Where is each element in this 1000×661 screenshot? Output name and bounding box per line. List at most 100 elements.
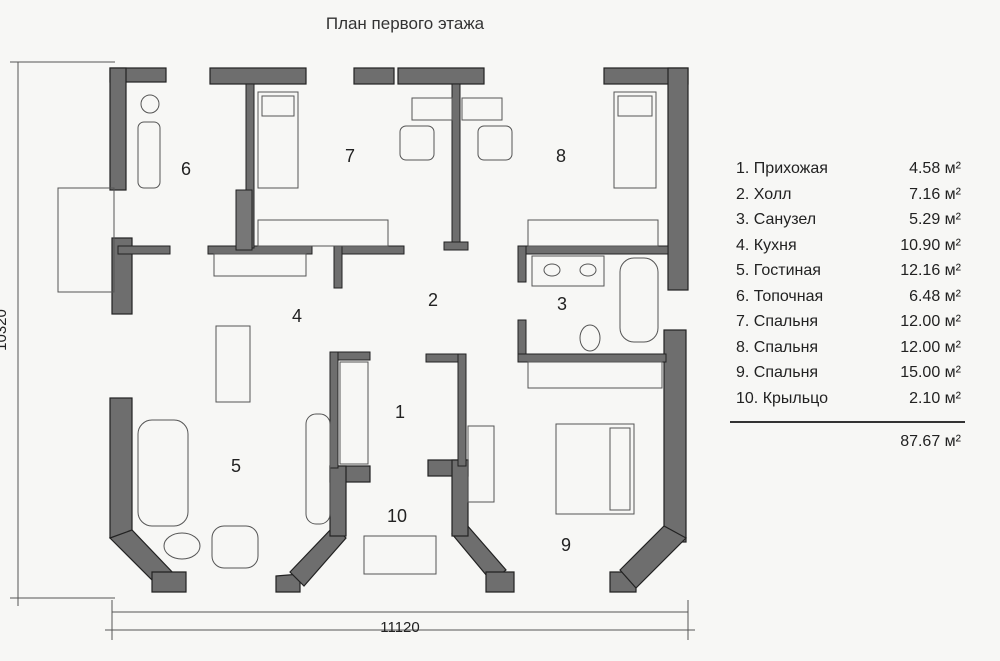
bathtub-6 [137,121,161,189]
chair-8 [477,125,513,161]
pillow-8 [617,95,653,117]
desk-7 [411,97,453,121]
interior-walls [117,83,669,469]
legend-room-name: 7. Спальня [736,313,819,330]
room-legend: 1. Прихожая 4.58 м² 2. Холл 7.16 м² 3. Сан… [730,156,965,451]
legend-room-area: 12.00 м² [900,313,961,330]
legend-room-name: 8. Спальня [736,338,819,356]
porch-bench [305,413,331,525]
side-steps [57,187,115,293]
legend-divider [730,421,965,423]
wall-int-3-9 [517,353,667,363]
wall-top-8 [397,67,485,85]
legend-room-name: 3. Санузел [736,211,817,228]
wall-int-hall-post [333,245,343,289]
plan-title: План первого этажа [325,14,485,33]
room-label-3: 3 [557,294,567,314]
wardrobe-1 [339,361,369,465]
legend-room-name: 2. Холл [736,185,792,203]
wall-int-3-post-top [517,245,527,283]
walls [108,67,689,593]
legend-room-name: 9. Спальня [736,364,819,381]
wall-bay-5-corner [151,571,187,593]
room-label-1: 1 [395,402,405,422]
legend-row: 6. Топочная 6.48 м² [730,284,965,310]
legend-row: 4. Кухня 10.90 м² [730,233,965,259]
legend-room-area: 10.90 м² [900,236,961,254]
wall-right-upper [667,67,689,291]
sofa [137,419,189,527]
wall-porch-right-post [451,459,469,537]
pillow-9 [609,427,631,511]
legend-room-area: 7.16 м² [909,185,961,203]
wall-bay-9-right [619,525,687,589]
wall-int-7-8 [451,83,461,251]
sink-right [579,263,597,277]
wardrobe-8 [527,219,659,247]
legend-row: 2. Холл 7.16 м² [730,182,965,208]
wall-top-7 [209,67,307,85]
chimney [235,189,253,251]
kitchen-counter [213,253,307,277]
bed-8 [613,91,657,189]
coffee-table [163,532,201,560]
legend-room-name: 6. Топочная [736,287,824,305]
legend-room-area: 2.10 м² [909,389,961,407]
legend-room-area: 15.00 м² [900,364,961,381]
room-labels: 1 2 3 4 5 6 7 8 9 10 [181,146,571,555]
legend-total-area: 87.67 м² [900,433,961,450]
armchair [211,525,259,569]
room-label-10: 10 [387,506,407,526]
wardrobe-9 [527,361,663,389]
boiler [140,94,160,114]
wall-porch-left-post [329,465,347,537]
room-label-4: 4 [292,306,302,326]
legend-room-area: 6.48 м² [909,287,961,305]
furniture [57,91,663,575]
room-label-2: 2 [428,290,438,310]
wall-left-mid [111,237,133,315]
chair-7 [399,125,435,161]
dimension-width: 11120 [380,619,420,636]
wall-left-lower [109,397,133,539]
wall-int-kitchen-top [207,245,313,255]
room-label-9: 9 [561,535,571,555]
wardrobe-7 [257,219,389,247]
wall-int-1-left [329,351,339,469]
wall-int-8-3 [517,245,669,255]
wall-int-6-bottom [117,245,171,255]
legend-row: 7. Спальня 12.00 м² [730,309,965,335]
wall-bay-5-right [289,525,347,587]
legend-room-name: 4. Кухня [736,236,797,254]
legend-row: 8. Спальня 12.00 м² [730,335,965,361]
bed-9 [555,423,635,515]
legend-row: 1. Прихожая 4.58 м² [730,156,965,182]
dimension-height: 10320 [0,309,10,351]
legend-room-name: 5. Гостиная [736,262,821,279]
sink-left [543,263,561,277]
room-label-7: 7 [345,146,355,166]
room-label-6: 6 [181,159,191,179]
bed-7 [257,91,299,189]
legend-row: 10. Крыльцо 2.10 м² [730,386,965,412]
sinks [531,255,605,287]
legend-room-area: 12.00 м² [900,338,961,356]
wall-top-mid [353,67,395,85]
toilet [579,324,601,352]
wall-int-7-8-foot [443,241,469,251]
room-label-5: 5 [231,456,241,476]
legend-room-name: 1. Прихожая [736,160,828,177]
wall-left-upper [109,67,127,191]
bathtub [619,257,659,343]
dining-table [215,325,251,403]
wall-int-hall-top [333,245,405,255]
wall-bay-9-corner [485,571,515,593]
shelf-porch [467,425,495,503]
legend-room-name: 10. Крыльцо [736,389,828,407]
desk-8 [461,97,503,121]
room-label-8: 8 [556,146,566,166]
legend-room-area: 4.58 м² [909,160,961,177]
legend-row: 9. Спальня 15.00 м² [730,360,965,386]
